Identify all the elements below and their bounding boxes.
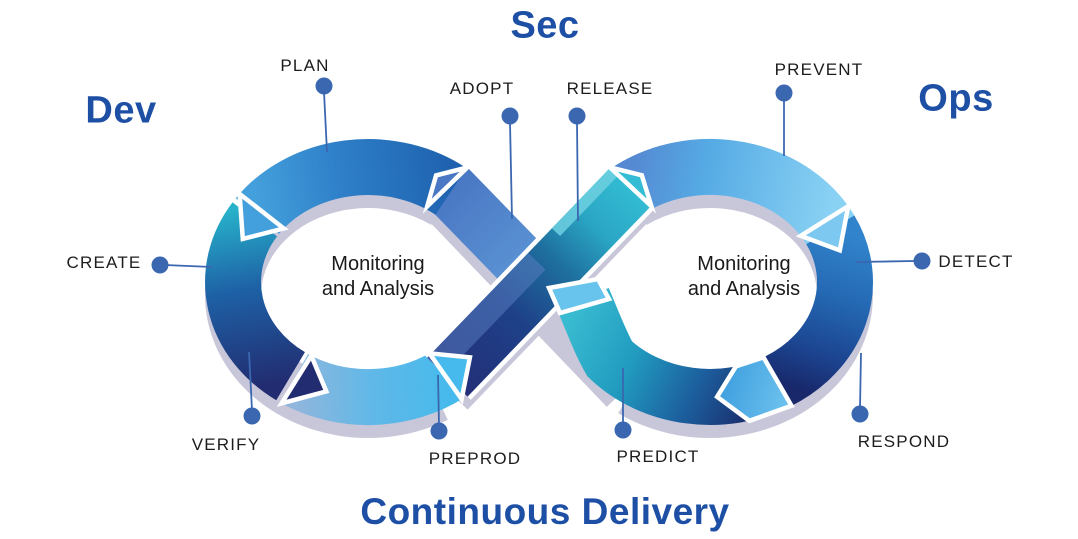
left-loop-caption-line2: and Analysis <box>321 278 435 300</box>
create-dot <box>151 256 169 274</box>
plan-dot <box>315 77 333 95</box>
release-connector-line <box>576 121 579 222</box>
prevent-segment <box>611 139 855 245</box>
right-loop-caption-line1: Monitoring <box>697 253 791 275</box>
connectors <box>164 91 915 426</box>
title-continuous-delivery: Continuous Delivery <box>360 491 730 532</box>
predict-dot <box>614 421 632 439</box>
create-connector-line <box>164 264 213 268</box>
release-dot <box>568 107 586 125</box>
left-loop-caption: Monitoring and Analysis <box>322 252 434 302</box>
title-ops: Ops <box>918 77 994 120</box>
stage-label-create: CREATE <box>66 253 142 272</box>
plan-connector-line <box>323 91 328 153</box>
preprod-connector-line <box>437 374 440 426</box>
verify-dot <box>243 407 261 425</box>
adopt-arrowhead <box>422 163 476 214</box>
stage-label-predict: PREDICT <box>616 447 700 466</box>
verify-connector-line <box>248 351 253 411</box>
over-band-shine <box>427 253 546 375</box>
connector-dots <box>151 77 931 440</box>
title-sec: Sec <box>510 4 580 47</box>
title-dev: Dev <box>85 89 157 132</box>
stage-label-plan: PLAN <box>280 56 330 75</box>
preprod-arrowhead <box>424 350 473 405</box>
respond-connector-line <box>859 352 862 409</box>
verify-arrowhead <box>276 350 330 407</box>
prevent-dot <box>775 84 793 102</box>
adopt-connector-line <box>509 121 513 220</box>
preprod-dot <box>430 422 448 440</box>
prevent-arrowhead <box>795 201 852 254</box>
release-arrowhead <box>602 163 657 214</box>
stage-label-respond: RESPOND <box>857 432 951 451</box>
ribbon-arrowheads <box>236 163 852 424</box>
stage-label-verify: VERIFY <box>191 435 261 454</box>
right-loop-caption-line2: and Analysis <box>687 278 801 300</box>
stage-label-adopt: ADOPT <box>449 79 515 98</box>
detect-connector-line <box>855 260 915 263</box>
stage-label-prevent: PREVENT <box>774 60 864 79</box>
respond-dot <box>851 405 869 423</box>
predict-start-wedge <box>545 276 613 316</box>
plan-segment <box>235 139 467 235</box>
over-band <box>427 167 651 397</box>
respond-arrowhead <box>714 354 795 424</box>
stage-label-detect: DETECT <box>938 252 1014 271</box>
stage-label-release: RELEASE <box>566 79 654 98</box>
right-loop-caption: Monitoring and Analysis <box>688 252 800 302</box>
stage-label-preprod: PREPROD <box>428 449 522 468</box>
adopt-dot <box>501 107 519 125</box>
left-loop-caption-line1: Monitoring <box>331 253 425 275</box>
over-band-highlight <box>551 167 619 236</box>
plan-arrowhead <box>236 189 289 242</box>
detect-dot <box>913 252 931 270</box>
